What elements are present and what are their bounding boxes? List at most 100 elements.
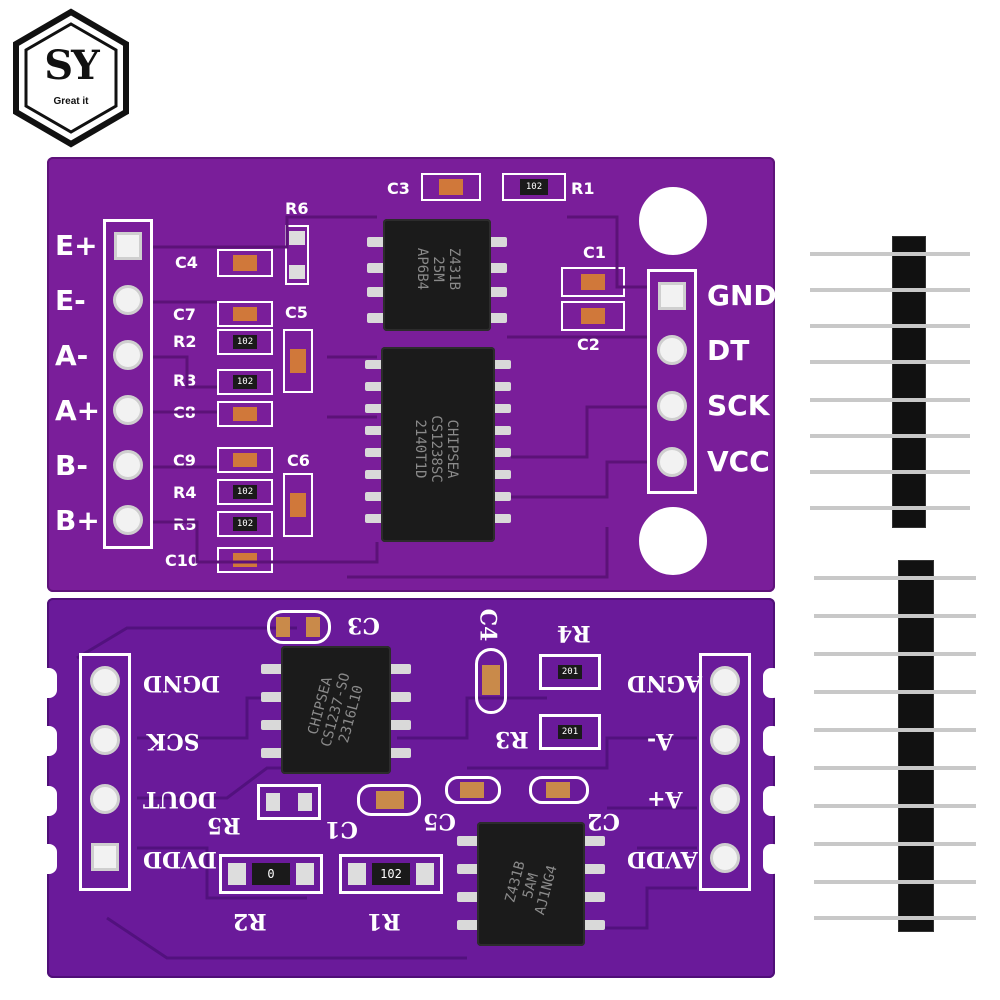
label-sck: SCK <box>707 389 770 422</box>
cap-c3 <box>421 173 481 201</box>
res-r4: 102 <box>217 479 273 505</box>
pad-a-plus <box>113 395 143 425</box>
silk-r2-bottom: R2 <box>233 908 267 934</box>
pin-header-10 <box>814 560 976 932</box>
bottom-left-pin-header-outline <box>79 653 131 891</box>
silk-r4-bottom: R4 <box>557 620 591 646</box>
bottom-right-pin-header-outline <box>699 653 751 891</box>
label-e-minus: E- <box>55 284 86 317</box>
pad-a-plus-bottom <box>710 784 740 814</box>
silk-c9: C9 <box>173 451 196 470</box>
pin-header-8 <box>810 236 970 528</box>
chip-z431b-bottom: Z431B 5AM AJ1NG4 <box>477 822 585 946</box>
chip-z431b-bottom-marking: Z431B 5AM AJ1NG4 <box>502 859 561 917</box>
pad-avdd <box>710 843 740 873</box>
label-b-minus: B- <box>55 449 88 482</box>
label-a-plus: A+ <box>55 394 101 427</box>
label-e-plus: E+ <box>55 229 98 262</box>
pcb-traces-bottom <box>76 626 697 960</box>
chip-z431b-bottom-legs <box>457 826 605 944</box>
cap-c6 <box>283 473 313 537</box>
silk-c1: C1 <box>583 243 606 262</box>
label-a-plus-bottom: A+ <box>647 786 683 812</box>
chip-large-legs <box>365 352 511 542</box>
silk-c3-bottom: C3 <box>347 612 380 638</box>
res-r1-bottom: 102 <box>339 854 443 894</box>
chip-cs1237: CHIPSEA CS1237-SO 2316L10 <box>281 646 391 774</box>
cap-c2 <box>561 301 625 331</box>
silk-r4: R4 <box>173 483 197 502</box>
silk-r1-bottom: R1 <box>367 908 401 934</box>
chip-cs1237-legs <box>261 650 411 772</box>
silk-r3-bottom: R3 <box>495 726 529 752</box>
label-dvdd: DVDD <box>143 846 217 872</box>
silk-c2-bottom: C2 <box>587 808 620 834</box>
left-pin-header-outline <box>103 219 153 549</box>
label-dt: DT <box>707 334 750 367</box>
res-r5: 102 <box>217 511 273 537</box>
chip-z431b: Z431B 25M AP6B4 <box>383 219 491 331</box>
logo-letters: SY <box>44 42 99 89</box>
pad-dvdd <box>91 843 119 871</box>
label-gnd: GND <box>707 279 777 312</box>
silk-r5-bottom: R5 <box>207 812 241 838</box>
cap-c7 <box>217 301 273 327</box>
pad-b-plus <box>113 505 143 535</box>
cap-c5 <box>283 329 313 393</box>
pad-sck-bottom <box>90 725 120 755</box>
cap-c4-bottom <box>475 648 507 714</box>
silk-r6: R6 <box>285 199 309 218</box>
res-r1: 102 <box>502 173 566 201</box>
silk-c5-bottom: C5 <box>423 808 456 834</box>
cap-c9 <box>217 447 273 473</box>
silk-c6: C6 <box>287 451 310 470</box>
silk-c7: C7 <box>173 305 196 324</box>
pad-dt <box>657 335 687 365</box>
label-dout: DOUT <box>143 786 217 812</box>
res-r2-bottom: 0 <box>219 854 323 894</box>
silk-r1: R1 <box>571 179 595 198</box>
label-agnd: AGND <box>627 670 703 696</box>
pad-e-minus <box>113 285 143 315</box>
res-r2: 102 <box>217 329 273 355</box>
silk-c4: C4 <box>175 253 198 272</box>
cap-c4 <box>217 249 273 277</box>
label-a-minus-bottom: A- <box>647 728 674 754</box>
pad-gnd <box>658 282 686 310</box>
silk-r5: R5 <box>173 515 197 534</box>
silk-c5: C5 <box>285 303 308 322</box>
label-dgnd: DGND <box>143 670 221 696</box>
cap-c8 <box>217 401 273 427</box>
label-vcc: VCC <box>707 445 770 478</box>
edge-pads-right <box>763 668 781 874</box>
logo-tagline: Great it <box>53 96 89 107</box>
res-r3-bottom: 201 <box>539 714 601 750</box>
label-sck-bottom: SCK <box>147 728 200 754</box>
res-r3: 102 <box>217 369 273 395</box>
edge-pads-left <box>39 668 57 874</box>
mounting-hole-top <box>639 187 707 255</box>
chip-small-legs <box>367 225 507 335</box>
res-r5-bottom <box>257 784 321 820</box>
chip-cs1237-marking: CHIPSEA CS1237-SO 2316L10 <box>305 671 367 749</box>
pad-a-minus-bottom <box>710 725 740 755</box>
silk-c3: C3 <box>387 179 410 198</box>
silk-c4-bottom: C4 <box>474 608 501 642</box>
pad-e-plus <box>114 232 142 260</box>
chip-cs1238: CHIPSEA CS1238SC 2140T1D <box>381 347 495 542</box>
pad-agnd <box>710 666 740 696</box>
res-r4-bottom: 201 <box>539 654 601 690</box>
pad-vcc <box>657 447 687 477</box>
cap-near-reg-1 <box>445 776 501 804</box>
cap-c3-bottom <box>267 610 331 644</box>
label-avdd: AVDD <box>627 846 698 872</box>
silk-r3: R3 <box>173 371 197 390</box>
pad-sck <box>657 391 687 421</box>
right-pin-header-outline <box>647 269 697 494</box>
silk-c1-bottom: C1 <box>325 816 358 842</box>
cap-c5-bottom <box>357 784 421 816</box>
pad-dout <box>90 784 120 814</box>
mounting-hole-bottom <box>639 507 707 575</box>
brand-logo: SY Great it <box>10 8 132 148</box>
hx711-board-top: E+ E- A- A+ B- B+ GND DT SCK VCC Z431B 2… <box>47 157 777 592</box>
